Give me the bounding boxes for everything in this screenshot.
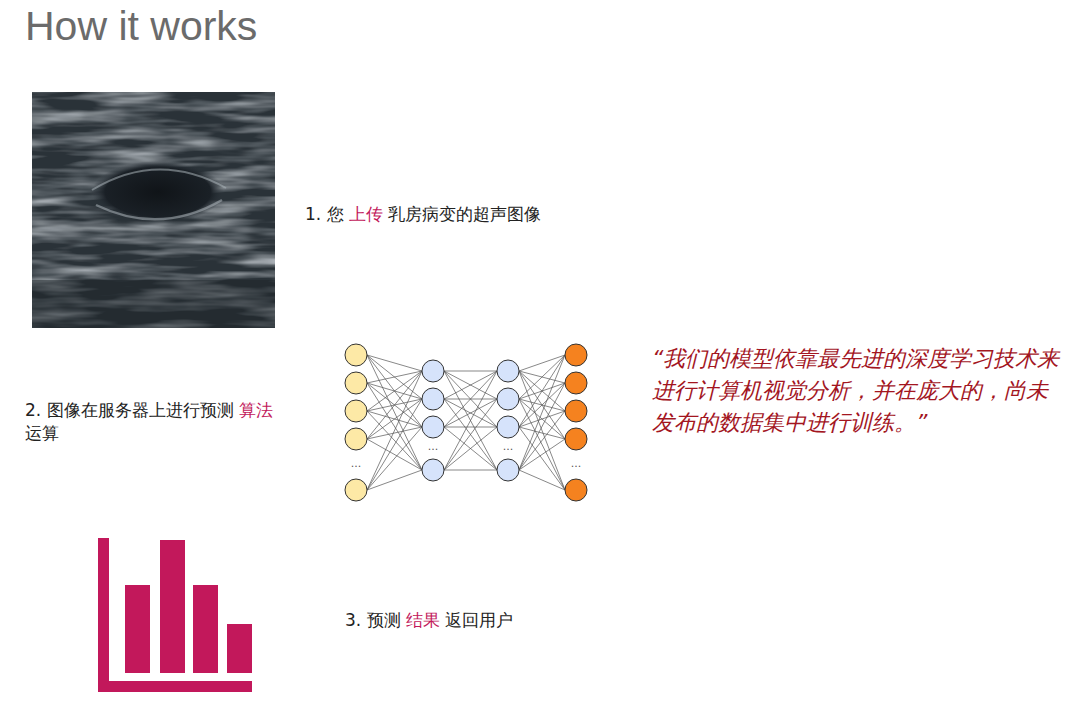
highlight-word: 算法 bbox=[239, 400, 273, 420]
network-neuron bbox=[497, 416, 519, 438]
highlight-word: 结果 bbox=[406, 610, 440, 630]
network-connection bbox=[367, 411, 422, 470]
network-connection bbox=[519, 411, 565, 470]
network-neuron bbox=[565, 428, 587, 450]
network-neuron bbox=[345, 428, 367, 450]
ellipsis-mark: ... bbox=[428, 441, 439, 452]
network-connection bbox=[444, 371, 497, 427]
network-connection bbox=[519, 355, 565, 371]
ellipsis-mark: ... bbox=[571, 458, 582, 469]
step-text: 乳房病变的超声图像 bbox=[388, 204, 541, 224]
step-text: 1. 您 bbox=[305, 204, 344, 224]
network-connection bbox=[444, 427, 497, 470]
network-connection bbox=[519, 427, 565, 490]
network-connection bbox=[519, 371, 565, 490]
network-connection bbox=[444, 371, 497, 470]
network-connection bbox=[444, 371, 497, 372]
network-connection bbox=[367, 355, 422, 371]
network-neuron bbox=[345, 479, 367, 501]
step-text: 2. 图像在服务器上进行预测 bbox=[25, 400, 234, 420]
network-neuron bbox=[345, 344, 367, 366]
network-neuron bbox=[497, 388, 519, 410]
network-neuron bbox=[565, 400, 587, 422]
step-line: 2. 图像在服务器上进行预测算法 bbox=[25, 399, 273, 421]
network-connection bbox=[367, 439, 422, 470]
network-connection bbox=[519, 371, 565, 439]
network-connection bbox=[519, 355, 565, 470]
network-neuron bbox=[565, 372, 587, 394]
step-text: 3. 预测 bbox=[345, 610, 401, 630]
step-text: 运算 bbox=[25, 423, 59, 443]
network-connection bbox=[519, 439, 565, 470]
network-connection bbox=[444, 427, 497, 470]
network-connection bbox=[367, 371, 422, 439]
network-connection bbox=[444, 399, 497, 427]
network-connection bbox=[444, 427, 497, 428]
network-neuron bbox=[565, 479, 587, 501]
network-neuron bbox=[497, 459, 519, 481]
network-connection bbox=[444, 399, 497, 470]
network-neuron bbox=[422, 360, 444, 382]
network-connection bbox=[519, 383, 565, 470]
network-connection bbox=[444, 371, 497, 470]
network-neuron bbox=[497, 360, 519, 382]
network-neuron bbox=[422, 416, 444, 438]
highlight-word: 上传 bbox=[349, 204, 383, 224]
network-connection bbox=[367, 427, 422, 439]
network-neuron bbox=[565, 344, 587, 366]
step-text: 返回用户 bbox=[445, 610, 513, 630]
step-line: 运算 bbox=[25, 422, 59, 444]
network-connection bbox=[519, 355, 565, 399]
step-line: 1. 您上传乳房病变的超声图像 bbox=[305, 203, 541, 225]
network-connection bbox=[367, 355, 422, 427]
network-connection bbox=[367, 383, 422, 470]
network-connection bbox=[444, 399, 497, 470]
network-connection bbox=[367, 371, 422, 490]
network-connection bbox=[367, 427, 422, 490]
ellipsis-mark: ... bbox=[503, 441, 514, 452]
ultrasound-image bbox=[32, 92, 275, 328]
network-connection bbox=[519, 427, 565, 439]
network-connection bbox=[367, 399, 422, 490]
network-connection bbox=[367, 399, 422, 439]
network-neuron bbox=[422, 388, 444, 410]
network-connection bbox=[444, 371, 497, 399]
network-connection bbox=[367, 470, 422, 490]
network-neuron bbox=[345, 400, 367, 422]
page-title: How it works bbox=[25, 0, 257, 53]
network-connection bbox=[444, 371, 497, 427]
quote-text: “我们的模型依靠最先进的深度学习技术来进行计算机视觉分析，并在庞大的，尚未发布的… bbox=[652, 343, 1062, 439]
network-connection bbox=[444, 470, 497, 471]
network-connection bbox=[519, 470, 565, 490]
network-neuron bbox=[345, 372, 367, 394]
network-connection bbox=[519, 355, 565, 427]
network-connection bbox=[444, 371, 497, 399]
bar-chart-icon bbox=[98, 538, 252, 692]
network-neuron bbox=[422, 459, 444, 481]
step-line: 3. 预测结果返回用户 bbox=[345, 609, 513, 631]
network-connection bbox=[444, 399, 497, 427]
neural-network-figure bbox=[345, 344, 587, 501]
ellipsis-mark: ... bbox=[351, 458, 362, 469]
